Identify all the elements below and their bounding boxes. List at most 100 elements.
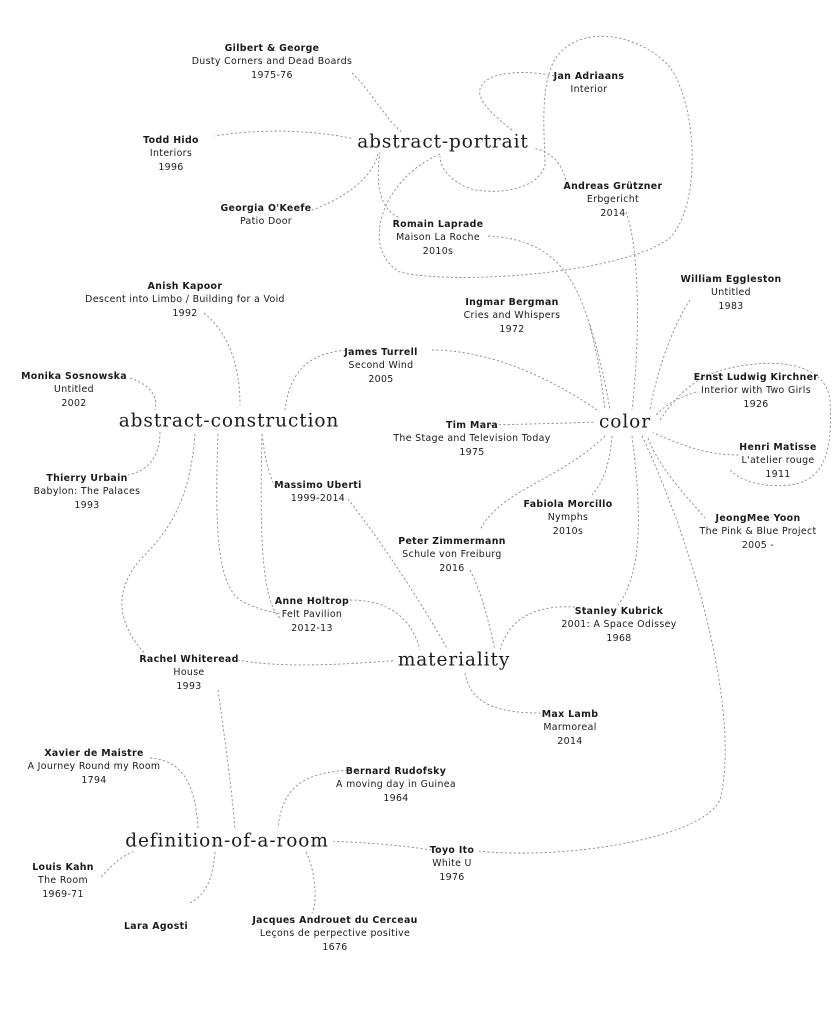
work-title: Dusty Corners and Dead Boards [191,56,353,68]
work-title: Untitled [711,287,751,299]
work-node[interactable]: Ingmar Bergman Cries and Whispers 1972 [464,296,561,336]
work-title: A Journey Round my Room [27,761,161,773]
artist-name: Max Lamb [541,709,599,720]
work-node[interactable]: Toyo Ito White U 1976 [430,844,475,884]
hub-abstract-construction[interactable]: abstract-construction [114,410,344,432]
artist-name: Anne Holtrop [274,596,350,607]
work-node[interactable]: James Turrell Second Wind 2005 [344,346,417,386]
work-node[interactable]: Peter Zimmermann Schule von Freiburg 201… [398,535,506,575]
work-node[interactable]: Todd Hido Interiors 1996 [143,134,199,174]
artist-name: Thierry Urbain [46,473,128,484]
work-node[interactable]: Max Lamb Marmoreal 2014 [542,708,599,748]
work-title: Cries and Whispers [463,310,561,322]
work-node[interactable]: Rachel Whiteread House 1993 [139,653,238,693]
artist-name: Anish Kapoor [147,281,223,292]
link [469,569,496,651]
artist-name: Jan Adriaans [553,71,625,82]
work-node[interactable]: Jan Adriaans Interior [554,70,625,97]
work-year: 1975 [459,446,485,458]
link [517,145,567,181]
work-title: Marmoreal [543,722,597,734]
artist-name: Rachel Whiteread [139,654,239,665]
link [237,659,403,666]
link [464,672,541,714]
work-node[interactable]: Georgia O'Keefe Patio Door [221,202,312,229]
work-node[interactable]: Stanley Kubrick 2001: A Space Odissey 19… [561,605,676,645]
artist-name: Louis Kahn [32,862,94,873]
work-node[interactable]: Romain Laprade Maison La Roche 2010s [393,218,484,258]
artist-name: Gilbert & George [224,43,320,54]
work-node[interactable]: Thierry Urbain Babylon: The Palaces 1993 [34,472,141,512]
link [349,599,421,651]
artist-name: Toyo Ito [429,845,475,856]
work-title: Interior with Two Girls [701,385,811,397]
work-node[interactable]: Tim Mara The Stage and Television Today … [393,419,550,459]
link [260,433,281,619]
work-year: 1969-71 [42,888,84,900]
work-node[interactable]: Anish Kapoor Descent into Limbo / Buildi… [85,280,285,320]
work-title: Untitled [54,384,94,396]
work-node[interactable]: Fabiola Morcillo Nymphs 2010s [524,498,613,538]
link [217,689,236,831]
work-node[interactable]: Andreas Grützner Erbgericht 2014 [564,180,663,220]
link [431,349,601,413]
link [617,435,639,606]
artist-name: Todd Hido [143,135,199,146]
link [284,349,351,411]
artist-name: Bernard Rudofsky [345,766,447,777]
work-node[interactable]: Massimo Uberti 1999-2014 [274,479,361,506]
work-node[interactable]: William Eggleston Untitled 1983 [680,273,781,313]
work-node[interactable]: Jacques Androuet du Cerceau Leçons de pe… [252,914,417,954]
work-node[interactable]: Lara Agosti [124,920,188,933]
hub-color[interactable]: color [595,411,655,433]
artist-name: Romain Laprade [392,219,484,230]
work-year: 1964 [383,792,409,804]
link [651,391,697,421]
work-year: 2005 - [741,539,775,551]
work-node[interactable]: JeongMee Yoon The Pink & Blue Project 20… [700,512,817,552]
work-node[interactable]: Monika Sosnowska Untitled 2002 [21,370,127,410]
work-title: A moving day in Guinea [335,779,457,791]
artist-name: Xavier de Maistre [44,748,144,759]
work-title: Maison La Roche [396,232,480,244]
link [477,435,726,854]
work-title: Second Wind [348,360,414,372]
artist-name: Monika Sosnowska [21,371,127,382]
link [149,757,199,829]
link [651,431,741,456]
link [305,851,316,914]
artist-name: Lara Agosti [123,921,189,932]
work-node[interactable]: Xavier de Maistre A Journey Round my Roo… [28,747,161,787]
work-node[interactable]: Ernst Ludwig Kirchner Interior with Two … [694,371,819,411]
artist-name: James Turrell [344,347,418,358]
link [625,211,638,411]
work-node[interactable]: Gilbert & George Dusty Corners and Dead … [192,42,353,82]
work-year: 1676 [322,941,348,953]
work-title: Felt Pavilion [281,609,343,621]
link [649,299,691,411]
link [499,606,576,651]
work-node[interactable]: Bernard Rudofsky A moving day in Guinea … [336,765,456,805]
link [127,431,161,476]
artist-name: Peter Zimmermann [398,536,506,547]
artist-name: Henri Matisse [739,442,817,453]
artist-name: Fabiola Morcillo [523,499,613,510]
work-node[interactable]: Anne Holtrop Felt Pavilion 2012-13 [275,595,349,635]
hub-abstract-portrait[interactable]: abstract-portrait [353,131,533,153]
hub-definition-of-a-room[interactable]: definition-of-a-room [121,830,333,852]
work-year: 2010s [422,245,454,257]
link [277,769,353,829]
link [323,840,433,851]
link [591,435,613,496]
work-year: 2005 [368,373,394,385]
link [489,421,601,426]
work-title: Patio Door [239,216,293,228]
work-title: House [173,667,205,679]
artist-name: Massimo Uberti [274,480,362,491]
work-node[interactable]: Henri Matisse L'atelier rouge 1911 [739,441,816,481]
link [203,312,241,406]
work-node[interactable]: Louis Kahn The Room 1969-71 [32,861,94,901]
hub-materiality[interactable]: materiality [393,649,515,671]
work-year: 1993 [74,499,100,511]
